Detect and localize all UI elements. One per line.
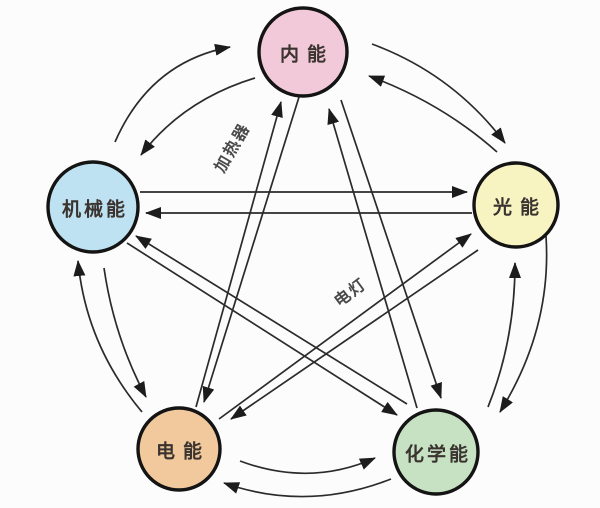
arrow-internal-to-mechanical — [140, 77, 256, 156]
node-chemical-energy: 化学能 — [392, 408, 480, 496]
straight-arrows — [126, 96, 479, 420]
light-energy-label: 光能 — [492, 196, 547, 219]
arrow-internal-to-chemical — [340, 99, 442, 399]
curved-arrows — [73, 43, 548, 498]
electrical-energy-circle — [136, 406, 222, 492]
arrow-electrical-to-chemical — [239, 457, 376, 475]
arrow-chemical-to-light — [487, 262, 521, 408]
arrow-mechanical-to-electrical — [103, 267, 147, 398]
arrow-chemical-to-mechanical — [135, 235, 408, 405]
arrow-mechanical-to-chemical — [126, 242, 398, 416]
internal-energy-label: 内能 — [280, 43, 334, 66]
chemical-energy-label: 化学能 — [405, 443, 471, 466]
arrow-electrical-to-internal — [195, 101, 283, 408]
internal-energy-circle — [257, 6, 349, 98]
node-internal-energy: 内能 — [257, 6, 349, 98]
arrow-chemical-to-internal — [327, 108, 418, 409]
node-light-energy: 光能 — [472, 161, 560, 249]
arrow-internal-to-light — [371, 43, 506, 144]
mechanical-energy-label: 机械能 — [62, 198, 128, 221]
arrow-light-to-internal — [368, 75, 498, 153]
chemical-energy-circle — [392, 408, 480, 496]
mechanical-energy-circle — [46, 160, 140, 254]
node-mechanical-energy: 机械能 — [46, 160, 140, 254]
arrow-light-to-chemical — [499, 235, 548, 413]
arrow-electrical-to-mechanical — [73, 260, 143, 413]
edge-label-electric-lamp: 电灯 — [330, 274, 370, 311]
arrow-mechanical-to-internal — [114, 43, 231, 143]
arrow-chemical-to-electrical — [223, 478, 392, 498]
arrow-internal-to-electrical — [202, 96, 300, 403]
arrow-light-to-electrical — [230, 249, 479, 420]
edge-label-heater: 加热器 — [210, 119, 254, 176]
electrical-energy-label: 电能 — [156, 440, 210, 463]
light-energy-circle — [472, 161, 560, 249]
node-electrical-energy: 电能 — [136, 406, 222, 492]
arrow-electrical-to-light — [218, 233, 472, 420]
